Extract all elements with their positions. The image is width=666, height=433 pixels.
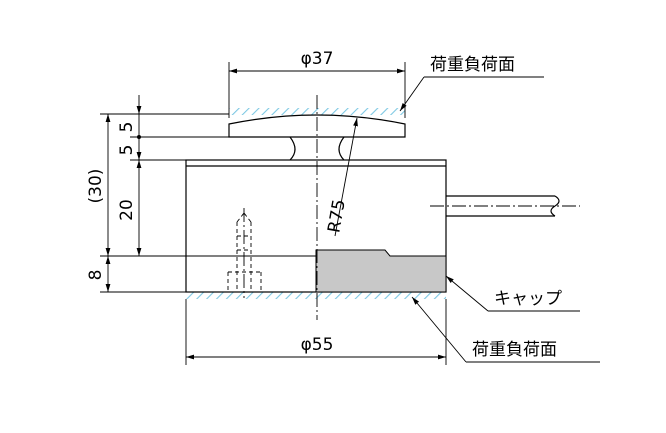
- dim-height-neck: 5: [117, 145, 137, 156]
- label-load-surface-bottom: 荷重負荷面: [472, 340, 557, 360]
- dim-height-body: 20: [117, 199, 137, 221]
- dim-radius: R75: [324, 198, 350, 234]
- cable: [430, 195, 580, 217]
- leaders: [334, 76, 600, 363]
- label-load-surface-top: 荷重負荷面: [430, 55, 515, 75]
- dim-height-total: (30): [86, 169, 106, 204]
- main-body: [185, 159, 447, 293]
- cap-region: [315, 249, 447, 293]
- threaded-hole-hidden-lines: [227, 208, 262, 298]
- label-cap: キャップ: [494, 289, 562, 309]
- top-button: [228, 114, 406, 161]
- dim-height-cap: 5: [117, 122, 137, 133]
- dim-bottom-diameter: φ55: [301, 335, 334, 355]
- dim-height-base: 8: [86, 270, 106, 281]
- top-load-surface-hatch: [229, 108, 405, 115]
- dim-top-diameter: φ37: [301, 49, 334, 69]
- extension-lines: [100, 62, 447, 365]
- bottom-load-surface-hatch: [186, 292, 446, 299]
- dimension-lines: [105, 68, 446, 360]
